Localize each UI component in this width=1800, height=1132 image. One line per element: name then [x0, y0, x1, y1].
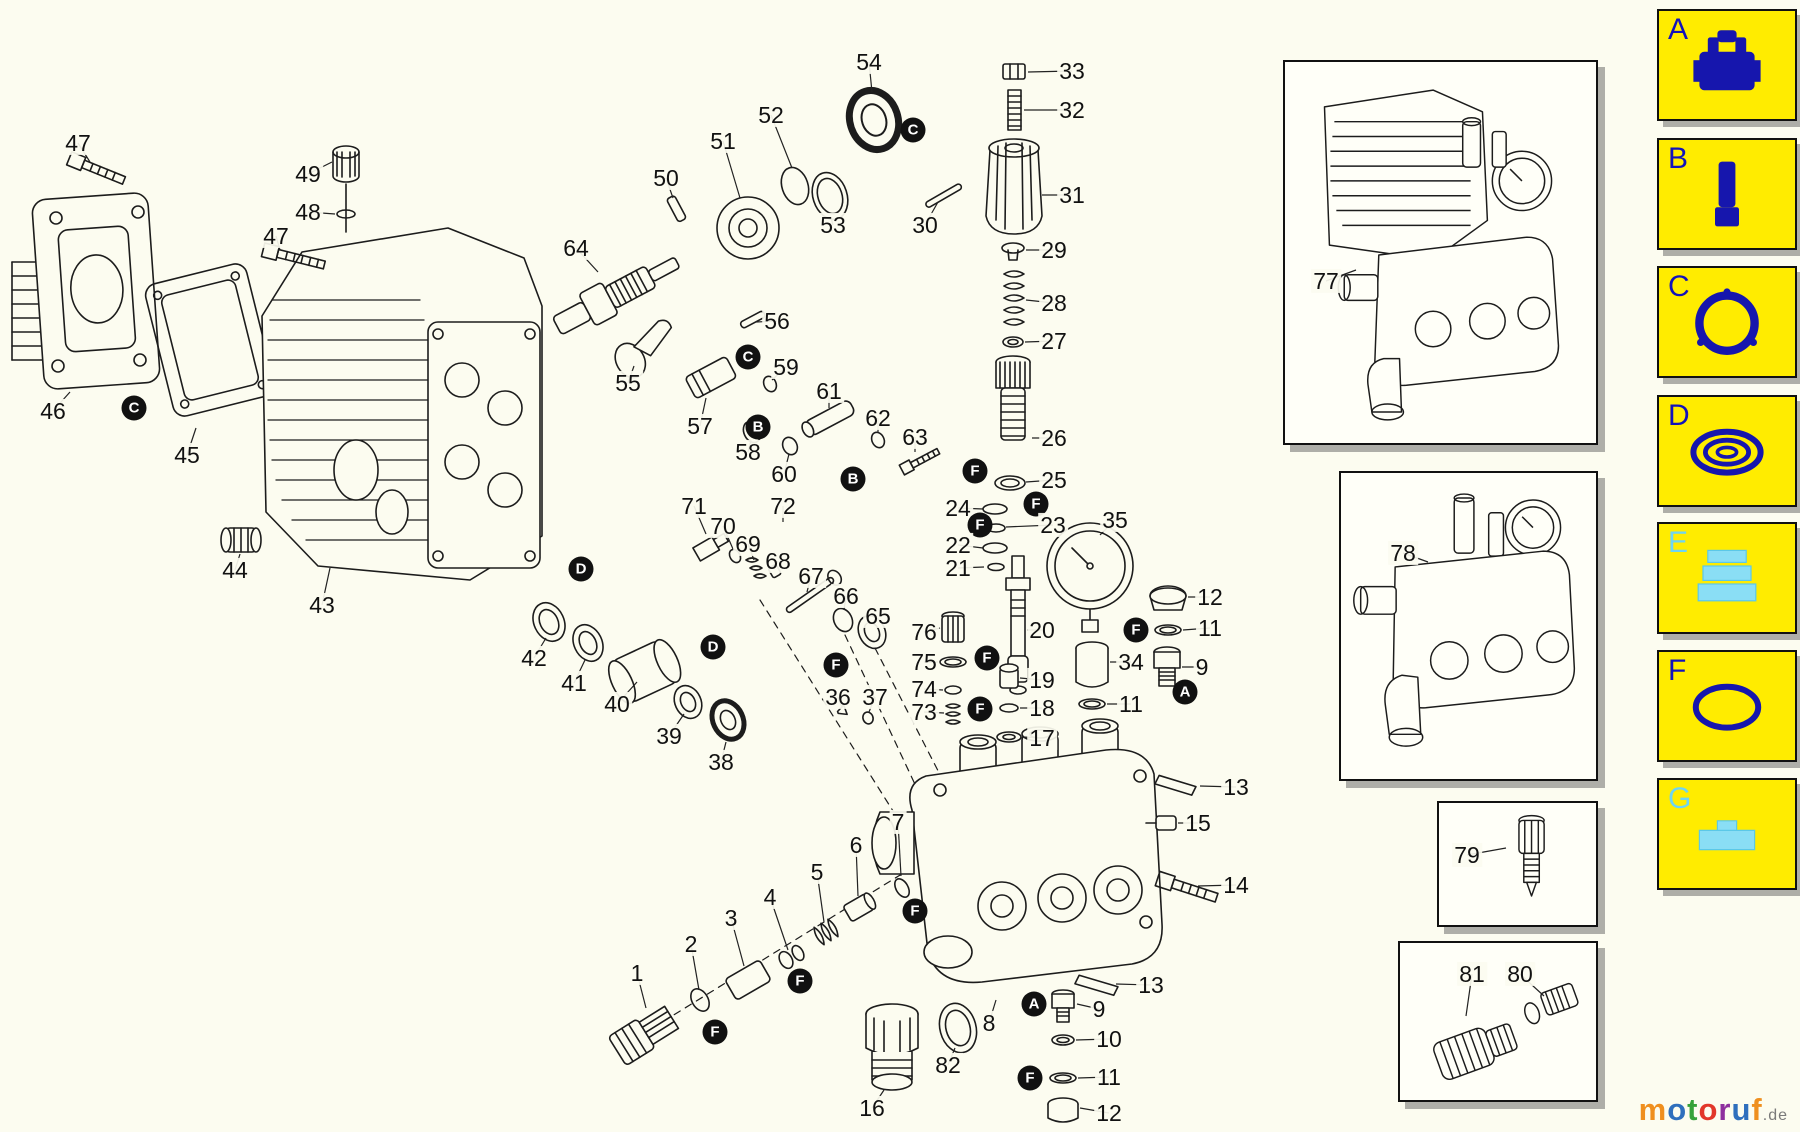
legend-letter-c: C [1668, 270, 1690, 303]
valve-76-drawing [941, 611, 965, 643]
seal-cups-38-42-drawing [532, 601, 747, 742]
inset-pump-assembly-77 [1283, 60, 1598, 445]
valve-poppet-29-drawing [1001, 242, 1025, 261]
cylinder-head-drawing [261, 227, 543, 581]
thermal-valve-parts-65-71-drawing [692, 532, 887, 650]
legend-item-b[interactable]: B [1657, 138, 1797, 250]
retaining-pin-13-bottom-drawing [1074, 974, 1119, 997]
sleeve-icon [1659, 140, 1795, 248]
roller-44-drawing [220, 527, 262, 553]
logo-letter: r [1718, 1092, 1732, 1127]
legend-item-e[interactable]: E [1657, 522, 1797, 634]
o-ring-11-top-drawing [1154, 624, 1182, 636]
pin-30-drawing [925, 183, 963, 208]
piston-guide-34-drawing [1075, 641, 1109, 688]
valve-plate-icon [1659, 780, 1795, 888]
valve-9-bottom-drawing [1051, 989, 1075, 1023]
pressure-gauge-35-drawing [1046, 522, 1134, 633]
logo-letter: f [1751, 1092, 1763, 1127]
snap-ring-53-drawing [811, 171, 849, 221]
hex-bolt-47a-drawing [65, 151, 127, 185]
injector-31-drawing [985, 138, 1043, 235]
logo-letter: t [1687, 1092, 1699, 1127]
logo-letter: o [1698, 1092, 1719, 1127]
legend-letter-e: D [1668, 399, 1690, 432]
inlet-fitting-16-drawing [865, 1003, 919, 1091]
washer-10-drawing [1051, 1034, 1075, 1046]
legend-letter-f: F [1668, 654, 1687, 687]
o-ring-11-mid-drawing [1078, 698, 1106, 710]
legend-item-d[interactable]: D [1657, 395, 1797, 507]
piston-19-drawing [999, 663, 1019, 689]
logo-wordmark: motoruf [1639, 1092, 1763, 1127]
site-logo[interactable]: motoruf.de [1639, 1092, 1788, 1128]
packing-stack-icon [1659, 524, 1795, 632]
washer-74-drawing [944, 685, 962, 695]
threaded-stud-32-drawing [1007, 89, 1022, 131]
washer-18-drawing [999, 703, 1019, 713]
small-plugs-36-37-drawing [836, 704, 874, 725]
logo-letter: o [1667, 1092, 1688, 1127]
spring-73-drawing [945, 703, 961, 725]
pump-manifold-8-drawing [871, 718, 1163, 984]
o-ring-25-drawing [994, 475, 1026, 491]
legend-letter-g: G [1668, 782, 1692, 815]
gasket-drawing [144, 263, 276, 417]
legend-item-c[interactable]: C [1657, 266, 1797, 378]
bearing-drawing [716, 196, 780, 260]
o-ring-icon [1659, 652, 1795, 760]
key-pin-50-drawing [666, 195, 687, 223]
legend-letter-e: E [1668, 526, 1689, 559]
flange-ring-icon [1659, 268, 1795, 376]
logo-domain-suffix: .de [1762, 1107, 1788, 1124]
logo-letter: u [1731, 1092, 1752, 1127]
legend-item-a[interactable]: A [1657, 9, 1797, 121]
plug-15-drawing [1145, 815, 1177, 831]
washer-stack-21-24-drawing [982, 503, 1008, 572]
hex-nut-33-drawing [1002, 63, 1026, 80]
legend-letter-b: B [1668, 142, 1689, 175]
inset-manifold-assembly-78 [1339, 471, 1598, 781]
oil-seal-54-drawing [845, 87, 903, 153]
seal-17-drawing [996, 731, 1022, 743]
piston-assembly-55-63-drawing [614, 310, 941, 476]
o-ring-75-drawing [939, 656, 967, 668]
washer-52-drawing [780, 166, 810, 206]
valve-plug-26-drawing [995, 355, 1031, 441]
retaining-pin-13-top-drawing [1154, 774, 1197, 796]
o-ring-82-drawing [938, 1002, 978, 1054]
pump-shaft-drawing [552, 257, 680, 335]
legend-item-f[interactable]: F [1657, 650, 1797, 762]
inset-valve-79 [1437, 801, 1598, 927]
pump-block-icon [1659, 11, 1795, 119]
nozzle-fitting-9-drawing [1153, 646, 1181, 687]
inset-coupler-80-81 [1398, 941, 1598, 1102]
mounting-bracket-drawing [31, 192, 161, 390]
cap-12-bottom-drawing [1047, 1097, 1079, 1123]
seal-kit-icon [1659, 397, 1795, 505]
legend-item-g[interactable]: G [1657, 778, 1797, 890]
spring-28-drawing [1003, 270, 1025, 326]
hex-bolt-14-drawing [1154, 870, 1219, 903]
seat-27-drawing [1002, 336, 1024, 348]
legend-letter-a: A [1668, 13, 1689, 46]
cap-12-drawing [1149, 585, 1187, 611]
o-ring-11-bottom-drawing [1049, 1072, 1077, 1084]
logo-letter: m [1638, 1092, 1668, 1127]
filler-cap-drawing [332, 145, 360, 233]
